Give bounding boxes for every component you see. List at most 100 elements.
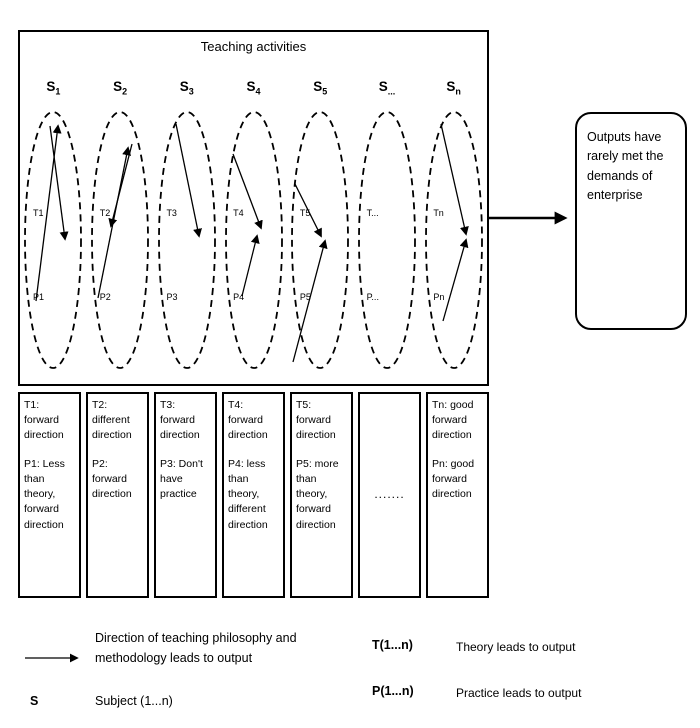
- practice-description: P2: forward direction: [92, 457, 132, 501]
- theory-label: T3: [166, 208, 177, 218]
- description-box-5: T5: forward direction P5: more than theo…: [290, 392, 353, 598]
- practice-label: P2: [99, 292, 111, 302]
- subject-header-s4: S4: [220, 72, 287, 106]
- subject-column-s3: S3 T3 P3: [153, 72, 220, 382]
- theory-description: T2: different direction: [92, 399, 132, 442]
- subject-header-s3: S3: [153, 72, 220, 106]
- subject-symbol: S: [378, 79, 388, 94]
- subject-column-s5: S5 T5 P5: [287, 72, 354, 382]
- legend-arrow-label: Direction of teaching philosophy and met…: [95, 631, 297, 665]
- subject-subscript: 5: [322, 86, 328, 97]
- dashed-ellipse: [224, 111, 283, 369]
- theory-label: T5: [299, 208, 311, 218]
- direction-arrow: [97, 146, 132, 299]
- direction-arrow: [292, 239, 328, 363]
- practice-label: P4: [233, 292, 245, 302]
- direction-arrow: [49, 125, 69, 241]
- dashed-ellipse: [291, 111, 350, 369]
- direction-arrow: [440, 123, 469, 236]
- description-box-1: T1: forward direction P1: Less than theo…: [18, 392, 81, 598]
- subject-columns: S1 T1 P1 S2 T2 P2: [20, 72, 487, 382]
- theory-label: T1: [33, 208, 44, 218]
- description-row: T1: forward direction P1: Less than theo…: [18, 392, 489, 598]
- subject-column-s4: S4 T4 P4: [220, 72, 287, 382]
- description-box-3: T3: forward direction P3: Don't have pra…: [154, 392, 217, 598]
- description-box-4: T4: forward direction P4: less than theo…: [222, 392, 285, 598]
- legend-p-label: Practice leads to output: [456, 686, 582, 700]
- subject-header-s2: S2: [87, 72, 154, 106]
- description-box-n: Tn: good forward direction Pn: good forw…: [426, 392, 489, 598]
- direction-arrow: [442, 238, 469, 322]
- direction-arrow: [175, 123, 202, 238]
- output-arrow: [489, 211, 568, 225]
- ellipsis-text: .......: [374, 487, 405, 502]
- theory-description: T1: forward direction: [24, 399, 64, 442]
- theory-label: T...: [366, 208, 379, 218]
- theory-label: T2: [99, 208, 111, 218]
- legend-s-symbol: S: [30, 694, 39, 708]
- subject-subscript: 4: [255, 86, 261, 97]
- practice-description: Pn: good forward direction: [432, 457, 475, 501]
- subject-header-sn: Sn: [420, 72, 487, 106]
- theory-label: Tn: [433, 208, 444, 218]
- subject-column-s2: S2 T2 P2: [87, 72, 154, 382]
- description-box-dots: .......: [358, 392, 421, 598]
- theory-description: T3: forward direction: [160, 399, 200, 442]
- direction-arrow: [108, 143, 133, 228]
- legend-arrow-icon: [25, 653, 79, 663]
- subject-subscript: 1: [55, 86, 61, 97]
- subject-ellipse-s3: [157, 111, 216, 369]
- direction-arrow: [240, 234, 260, 297]
- subject-ellipse-s2: [91, 111, 149, 369]
- practice-description: P3: Don't have practice: [160, 457, 203, 501]
- subject-header-sdots: S...: [354, 72, 421, 106]
- subject-ellipse-s4: [224, 111, 283, 369]
- theory-description: T5: forward direction: [296, 399, 336, 442]
- legend-p-symbol: P(1...n): [372, 684, 414, 698]
- practice-description: P4: less than theory, different directio…: [228, 457, 268, 531]
- dashed-ellipse: [358, 111, 416, 369]
- description-box-2: T2: different direction P2: forward dire…: [86, 392, 149, 598]
- direction-arrow: [231, 153, 263, 230]
- subject-subscript: n: [455, 86, 461, 97]
- subject-symbol: S: [313, 79, 323, 94]
- dashed-ellipse: [157, 111, 216, 369]
- subject-subscript: 3: [188, 86, 194, 97]
- teaching-activities-box: Teaching activities S1 T1 P1 S2: [18, 30, 489, 386]
- subject-symbol: S: [179, 79, 189, 94]
- practice-label: P1: [33, 292, 45, 302]
- legend-s-label: Subject (1...n): [95, 694, 173, 708]
- practice-label: Pn: [433, 292, 445, 302]
- subject-symbol: S: [113, 79, 123, 94]
- theory-label: T4: [233, 208, 244, 218]
- practice-label: P...: [366, 292, 379, 302]
- direction-arrow: [294, 183, 323, 238]
- dashed-ellipse: [424, 111, 483, 369]
- practice-label: P5: [299, 292, 311, 302]
- legend-t-symbol: T(1...n): [372, 638, 413, 652]
- subject-subscript: 2: [122, 86, 128, 97]
- diagram-title: Teaching activities: [200, 39, 307, 54]
- practice-description: P1: Less than theory, forward direction: [24, 457, 65, 531]
- subject-column-sn: Sn Tn Pn: [420, 72, 487, 382]
- subject-symbol: S: [46, 79, 56, 94]
- practice-description: P5: more than theory, forward direction: [296, 457, 339, 531]
- theory-description: T4: forward direction: [228, 399, 268, 442]
- practice-label: P3: [166, 292, 178, 302]
- subject-header-s1: S1: [20, 72, 87, 106]
- output-box: Outputs have rarely met the demands of e…: [575, 112, 687, 330]
- output-box-text: Outputs have rarely met the demands of e…: [587, 130, 664, 203]
- subject-column-sdots: S... T... P...: [354, 72, 421, 382]
- subject-ellipse-s5: [291, 111, 350, 369]
- legend-t-label: Theory leads to output: [456, 640, 576, 654]
- subject-subscript: ...: [387, 86, 396, 97]
- subject-header-s5: S5: [287, 72, 354, 106]
- subject-ellipse-sn: [424, 111, 483, 369]
- dashed-ellipse: [91, 111, 149, 369]
- subject-symbol: S: [446, 79, 456, 94]
- dashed-ellipse: [24, 111, 83, 369]
- subject-ellipse-sdots: [358, 111, 416, 369]
- subject-column-s1: S1 T1 P1: [20, 72, 87, 382]
- theory-description: Tn: good forward direction: [432, 399, 474, 442]
